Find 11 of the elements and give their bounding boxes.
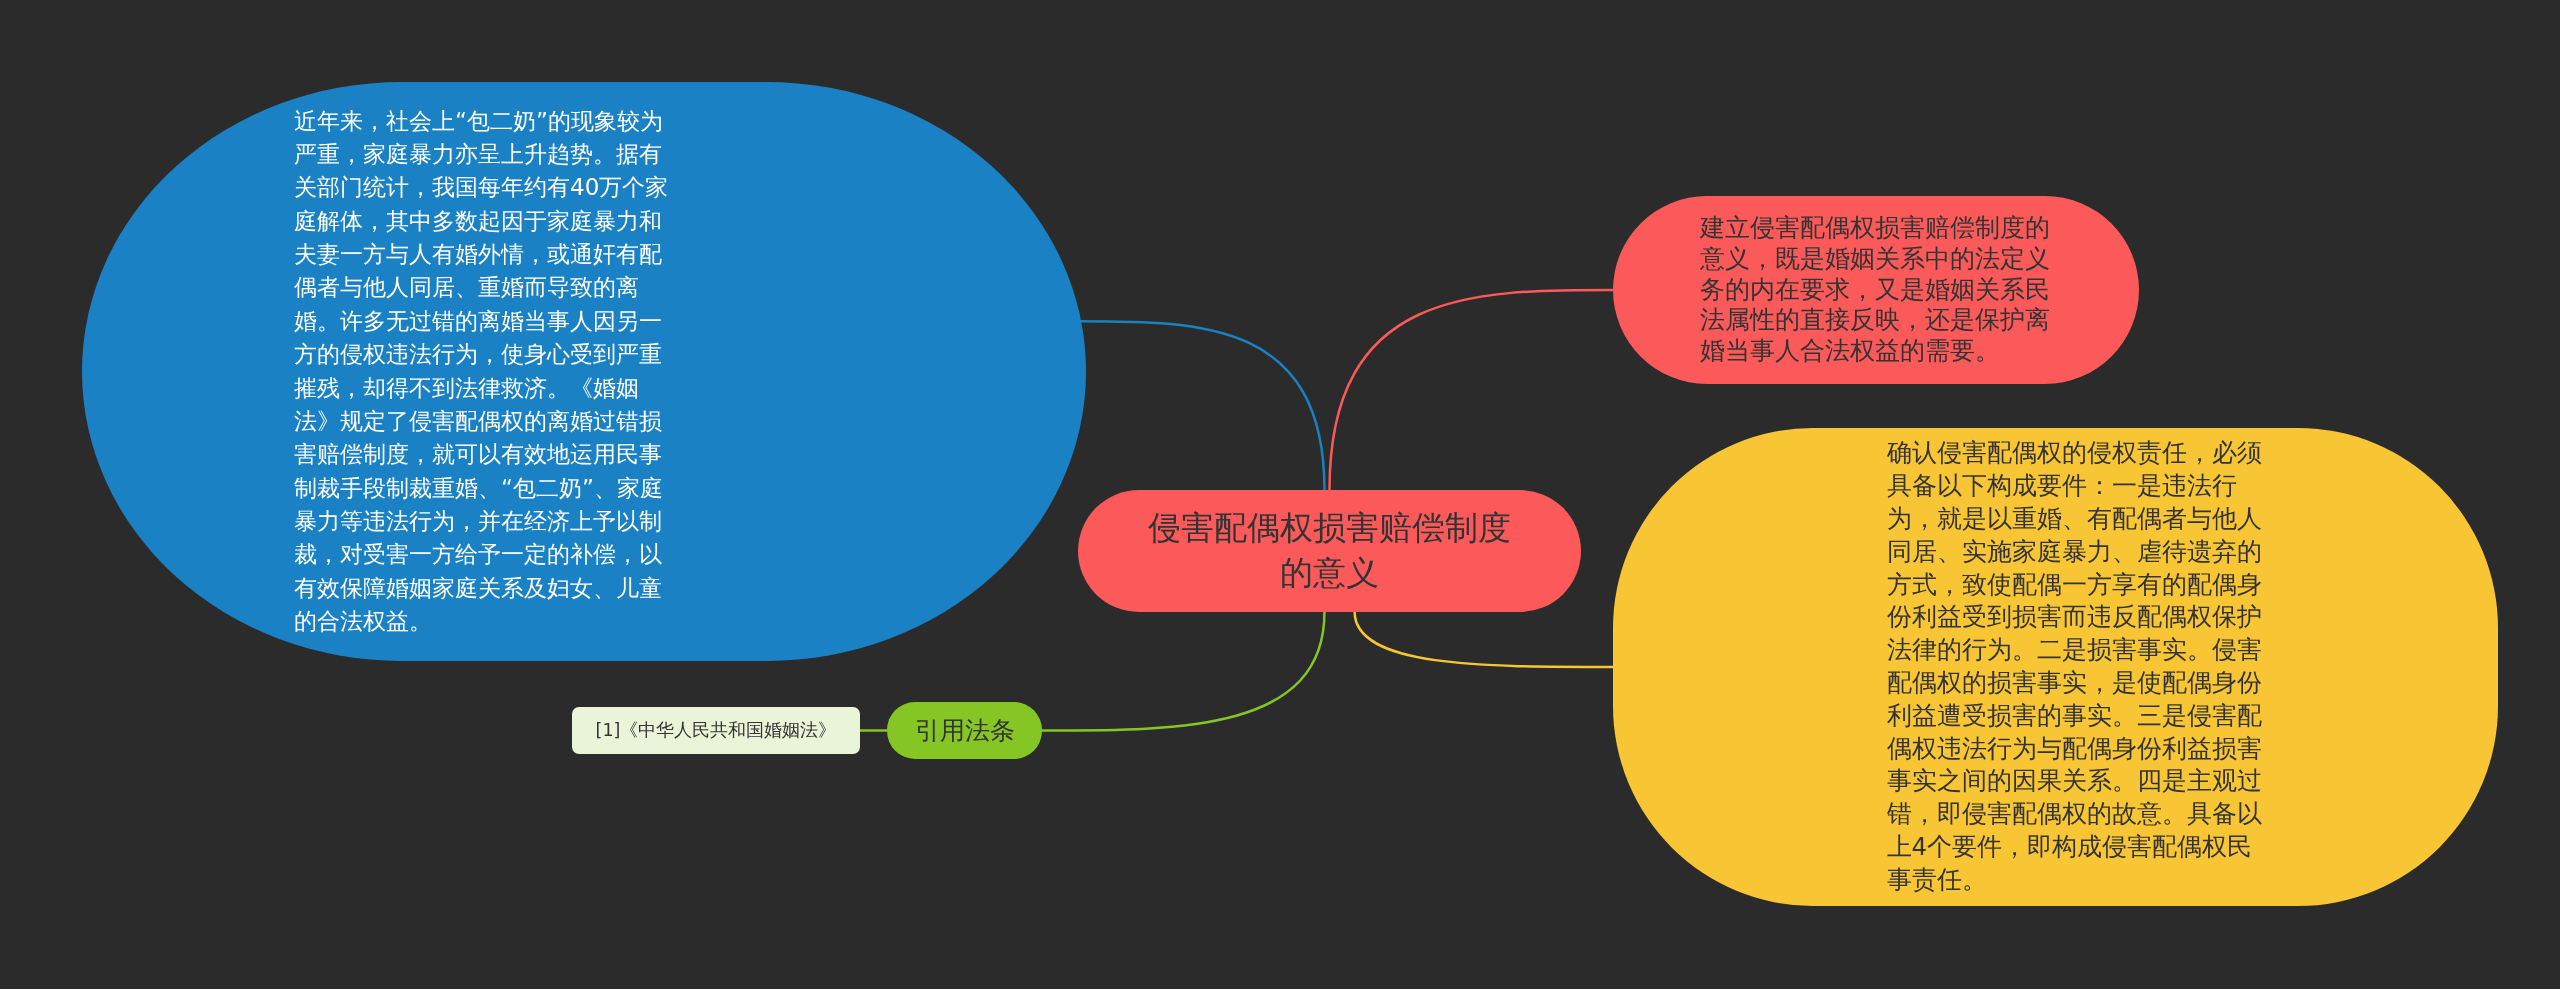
connector-line: [1353, 611, 1613, 669]
bubble-text: 确认侵害配偶权的侵权责任，必须具备以下构成要件：一是违法行为，就是以重婚、有配偶者与他人同居、实施家庭暴力、虐待遗弃的方式，致使配偶一方享有的配偶身份利益受到损害而违反配偶权保护法律的行为。二是损害事实。侵害配偶权的损害事实，是使配偶身份利益遭受损害的事实。三是侵害配偶权违法行为与配偶身份利益损害事实之间的因果关系。四是主观过错，即侵害配偶权的故意。具备以上4个要件，即构成侵害配偶权民事责任。: [1886, 437, 2263, 896]
reference-tag: [572, 707, 860, 754]
connector-line: [1042, 611, 1326, 732]
bubble-text: 侵害配偶权损害赔偿制度的意义: [1147, 507, 1512, 594]
bubble-text: 引用法条: [913, 715, 1016, 746]
connector-line: [1328, 288, 1613, 491]
connector-line: [860, 729, 887, 732]
bubble-text: 近年来，社会上“包二奶”的现象较为严重，家庭暴力亦呈上升趋势。据有关部门统计，我国每年约有40万个家庭解体，其中多数起因于家庭暴力和夫妻一方与人有婚外情，或通奸有配偶者与他人同居、重婚而导致的离婚。许多无过错的离婚当事人因另一方的侵权违法行为，使身心受到严重摧残，却得不到法律救济。《婚姻法》规定了侵害配偶权的离婚过错损害赔偿制度，就可以有效地运用民事制裁手段制裁重婚、“包二奶”、家庭暴力等违法行为，并在经济上予以制裁，对受害一方给予一定的补偿，以有效保障婚姻家庭关系及妇女、儿童的合法权益。: [294, 106, 670, 636]
bubble-text: [1]《中华人民共和国婚姻法》: [594, 720, 838, 741]
bubble-text: 建立侵害配偶权损害赔偿制度的意义，既是婚姻关系中的法定义务的内在要求，又是婚姻关系民法属性的直接反映，还是保护离婚当事人合法权益的需要。: [1700, 213, 2051, 367]
